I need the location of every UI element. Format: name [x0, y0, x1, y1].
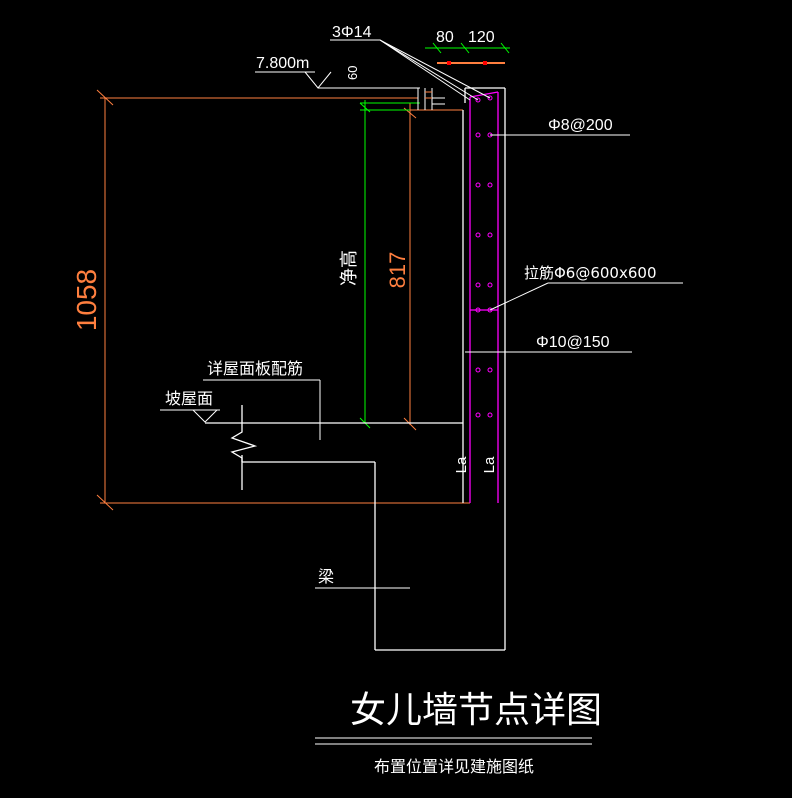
dim-80-label: 80 [436, 29, 454, 46]
tie-bar-label: 拉筋Φ6@600x600 [524, 264, 657, 282]
top-bars-label: 3Φ14 [332, 24, 372, 41]
beam-label: 梁 [318, 567, 334, 586]
parapet-outline [205, 87, 506, 651]
la-right-label: La [481, 456, 498, 473]
rebar-cage [469, 91, 499, 503]
title-underline [315, 737, 592, 745]
top-bar-section [437, 61, 505, 65]
vertical-bar-label: Φ10@150 [536, 334, 610, 351]
height-1058-label: 1058 [71, 269, 102, 331]
dim-60-label: 60 [345, 66, 360, 80]
height-817-label: 817 [385, 252, 410, 289]
elevation-marker [255, 71, 445, 110]
la-left-label: La [453, 456, 470, 473]
elevation-label: 7.800m [256, 55, 309, 72]
clear-height-label: 净高 [339, 250, 360, 286]
small-marks [425, 91, 432, 99]
stirrup-label: Φ8@200 [548, 117, 613, 134]
dimension-1058 [96, 89, 470, 511]
drawing-subtitle: 布置位置详见建施图纸 [374, 757, 534, 776]
top-bars-leader [330, 39, 491, 101]
roof-slab-note: 详屋面板配筋 [207, 359, 303, 378]
drawing-title: 女儿墙节点详图 [350, 690, 602, 731]
dimension-817 [403, 103, 463, 431]
dim-120-label: 120 [468, 29, 495, 46]
tie-bar-leader [489, 282, 683, 311]
rebar-dots [475, 95, 493, 418]
slope-roof-label: 坡屋面 [165, 389, 213, 408]
roof-slab-leader [203, 379, 321, 440]
top-dimension [425, 42, 510, 54]
slope-roof-marker [160, 409, 220, 423]
